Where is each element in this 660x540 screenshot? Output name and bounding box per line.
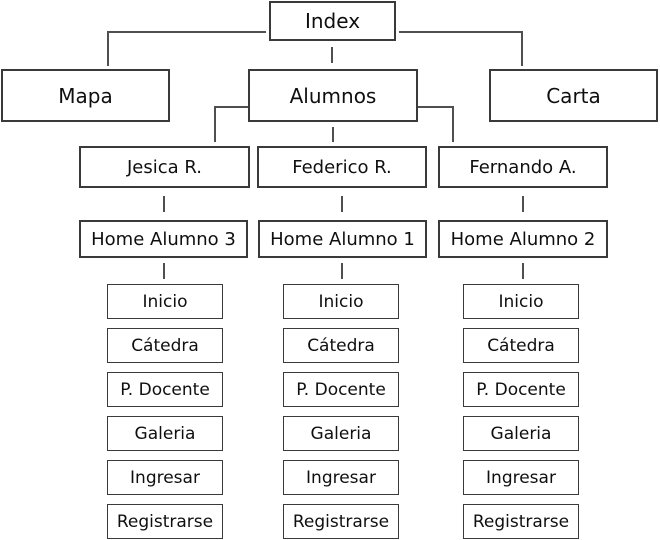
node-index: Index <box>269 1 396 41</box>
menu-column-3: Inicio Cátedra P. Docente Galeria Ingres… <box>463 284 579 540</box>
connector-line <box>522 263 524 279</box>
menu-item-galeria: Galeria <box>107 416 223 451</box>
menu-item-catedra: Cátedra <box>463 328 579 363</box>
node-student-fernando: Fernando A. <box>438 146 608 188</box>
menu-item-catedra: Cátedra <box>107 328 223 363</box>
connector-line <box>107 31 109 66</box>
node-student-jesica: Jesica R. <box>79 146 250 188</box>
node-home-alumno-3: Home Alumno 3 <box>79 220 248 258</box>
menu-item-ingresar: Ingresar <box>283 460 399 495</box>
node-mapa: Mapa <box>1 69 170 122</box>
node-home-alumno-2: Home Alumno 2 <box>438 220 608 258</box>
menu-item-galeria: Galeria <box>283 416 399 451</box>
connector-line <box>522 196 524 212</box>
connector-line <box>399 31 522 33</box>
connector-line <box>214 106 216 142</box>
node-student-federico: Federico R. <box>257 146 427 188</box>
menu-column-2: Inicio Cátedra P. Docente Galeria Ingres… <box>283 284 399 540</box>
node-carta: Carta <box>489 69 658 122</box>
connector-line <box>214 106 248 108</box>
menu-item-registrarse: Registrarse <box>463 504 579 539</box>
menu-item-ingresar: Ingresar <box>463 460 579 495</box>
menu-column-1: Inicio Cátedra P. Docente Galeria Ingres… <box>107 284 223 540</box>
node-home-alumno-1: Home Alumno 1 <box>258 220 427 258</box>
connector-line <box>341 196 343 212</box>
connector-line <box>332 127 334 142</box>
menu-item-inicio: Inicio <box>463 284 579 319</box>
connector-line <box>331 47 333 63</box>
menu-item-ingresar: Ingresar <box>107 460 223 495</box>
menu-item-registrarse: Registrarse <box>283 504 399 539</box>
menu-item-p-docente: P. Docente <box>107 372 223 407</box>
menu-item-catedra: Cátedra <box>283 328 399 363</box>
connector-line <box>521 31 523 66</box>
node-alumnos: Alumnos <box>248 69 418 122</box>
menu-item-inicio: Inicio <box>283 284 399 319</box>
connector-line <box>341 263 343 279</box>
connector-line <box>452 106 454 142</box>
connector-line <box>108 31 266 33</box>
connector-line <box>163 196 165 212</box>
menu-item-inicio: Inicio <box>107 284 223 319</box>
connector-line <box>163 263 165 279</box>
menu-item-registrarse: Registrarse <box>107 504 223 539</box>
menu-item-p-docente: P. Docente <box>463 372 579 407</box>
menu-item-galeria: Galeria <box>463 416 579 451</box>
menu-item-p-docente: P. Docente <box>283 372 399 407</box>
connector-line <box>418 106 453 108</box>
